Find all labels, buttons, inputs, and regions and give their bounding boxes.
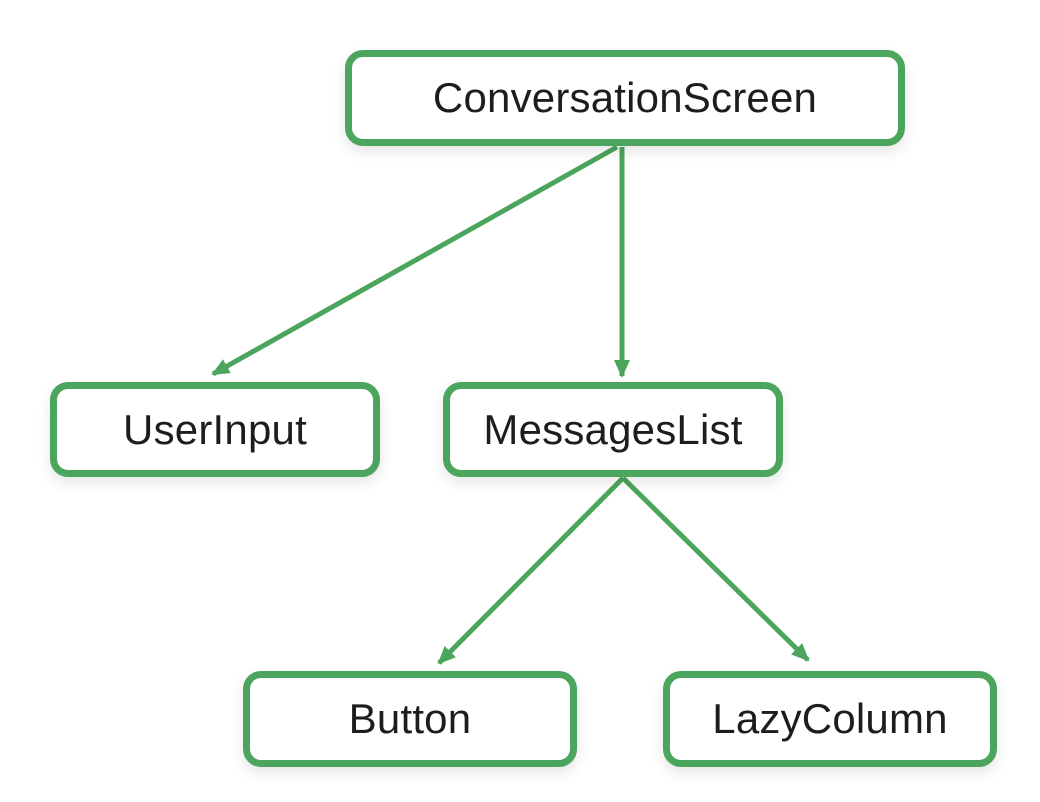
node-button: Button [243, 671, 577, 767]
node-conversation-screen-label: ConversationScreen [432, 74, 818, 121]
node-user-input-label: UserInput [123, 405, 307, 453]
node-lazy-column: LazyColumn [663, 671, 997, 767]
edge-conversationscreen-userinput [211, 144, 619, 377]
node-user-input: UserInput [50, 382, 380, 477]
node-messages-list-label: MessagesList [483, 405, 743, 453]
edge-messageslist-button [437, 476, 625, 665]
node-messages-list: MessagesList [443, 382, 783, 477]
edge-messageslist-lazycolumn [621, 476, 810, 662]
node-lazy-column-label: LazyColumn [712, 695, 948, 742]
node-conversation-screen: ConversationScreen [345, 50, 905, 146]
node-button-label: Button [348, 695, 472, 742]
